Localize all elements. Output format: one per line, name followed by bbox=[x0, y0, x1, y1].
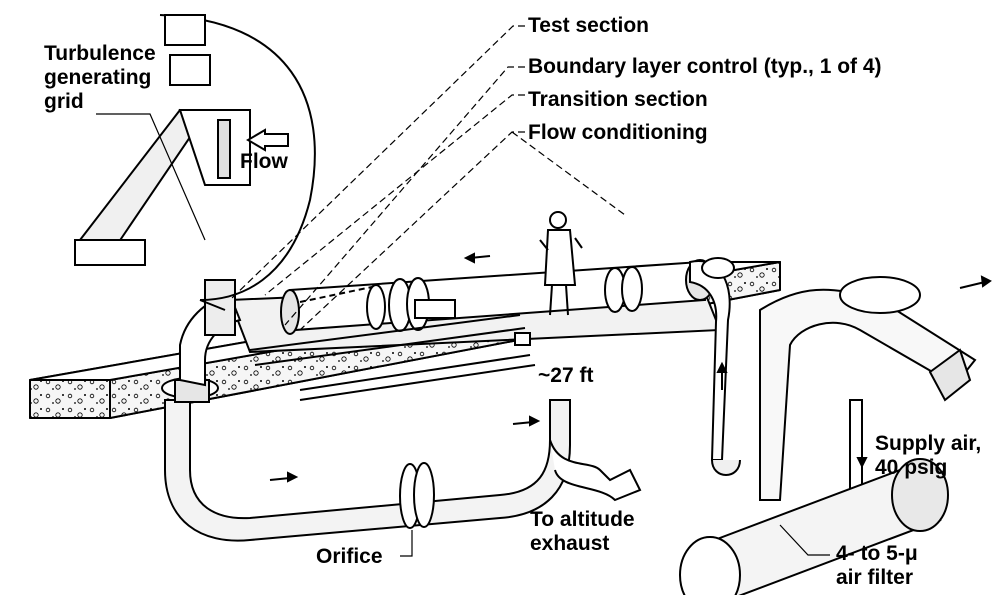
flow-arrows bbox=[269, 252, 992, 483]
leader-lines bbox=[96, 25, 830, 557]
air-filter-line-1: 4- to 5-μ bbox=[836, 542, 918, 565]
turbulence-grid-line-1: Turbulence bbox=[44, 42, 156, 65]
lower-duct bbox=[161, 377, 642, 542]
turbulence-grid-line-2: generating bbox=[44, 66, 152, 89]
altitude-exhaust-label: To altitude exhaust bbox=[530, 508, 635, 556]
altitude-exhaust-line-1: To altitude bbox=[530, 508, 635, 531]
air-filter-line-2: air filter bbox=[836, 566, 914, 589]
transition-section-label: Transition section bbox=[528, 88, 708, 111]
person-figure bbox=[539, 211, 583, 316]
inset-magnifier bbox=[74, 14, 316, 311]
test-section-assembly bbox=[249, 299, 536, 401]
leader-flow-conditioning-b bbox=[511, 131, 626, 216]
air-filter-label: 4- to 5-μ air filter bbox=[836, 542, 918, 590]
length-label: ~27 ft bbox=[538, 364, 594, 387]
right-elbow-duct bbox=[689, 257, 741, 476]
supply-air-line-1: Supply air, bbox=[875, 432, 982, 455]
leader-transition bbox=[264, 94, 525, 296]
leader-air-filter bbox=[779, 524, 830, 556]
turbulence-grid-label: Turbulence generating grid bbox=[44, 42, 156, 114]
leader-boundary-layer bbox=[284, 66, 525, 326]
supply-air-duct bbox=[759, 276, 977, 501]
upper-duct bbox=[228, 259, 722, 354]
leader-grid bbox=[96, 113, 206, 241]
altitude-exhaust-line-2: exhaust bbox=[530, 532, 610, 555]
boundary-layer-control-label: Boundary layer control (typ., 1 of 4) bbox=[528, 55, 882, 78]
air-filter-cylinder bbox=[679, 458, 949, 600]
supply-air-line-2: 40 psig bbox=[875, 456, 948, 479]
leader-test-section bbox=[229, 25, 525, 301]
flow-conditioning-label: Flow conditioning bbox=[528, 121, 708, 144]
supply-air-label: Supply air, 40 psig bbox=[875, 432, 981, 480]
turbulence-grid-line-3: grid bbox=[44, 90, 84, 113]
orifice-label: Orifice bbox=[316, 545, 383, 568]
test-section-label: Test section bbox=[528, 14, 649, 37]
flow-label: Flow bbox=[240, 150, 288, 173]
leader-orifice bbox=[400, 530, 413, 557]
